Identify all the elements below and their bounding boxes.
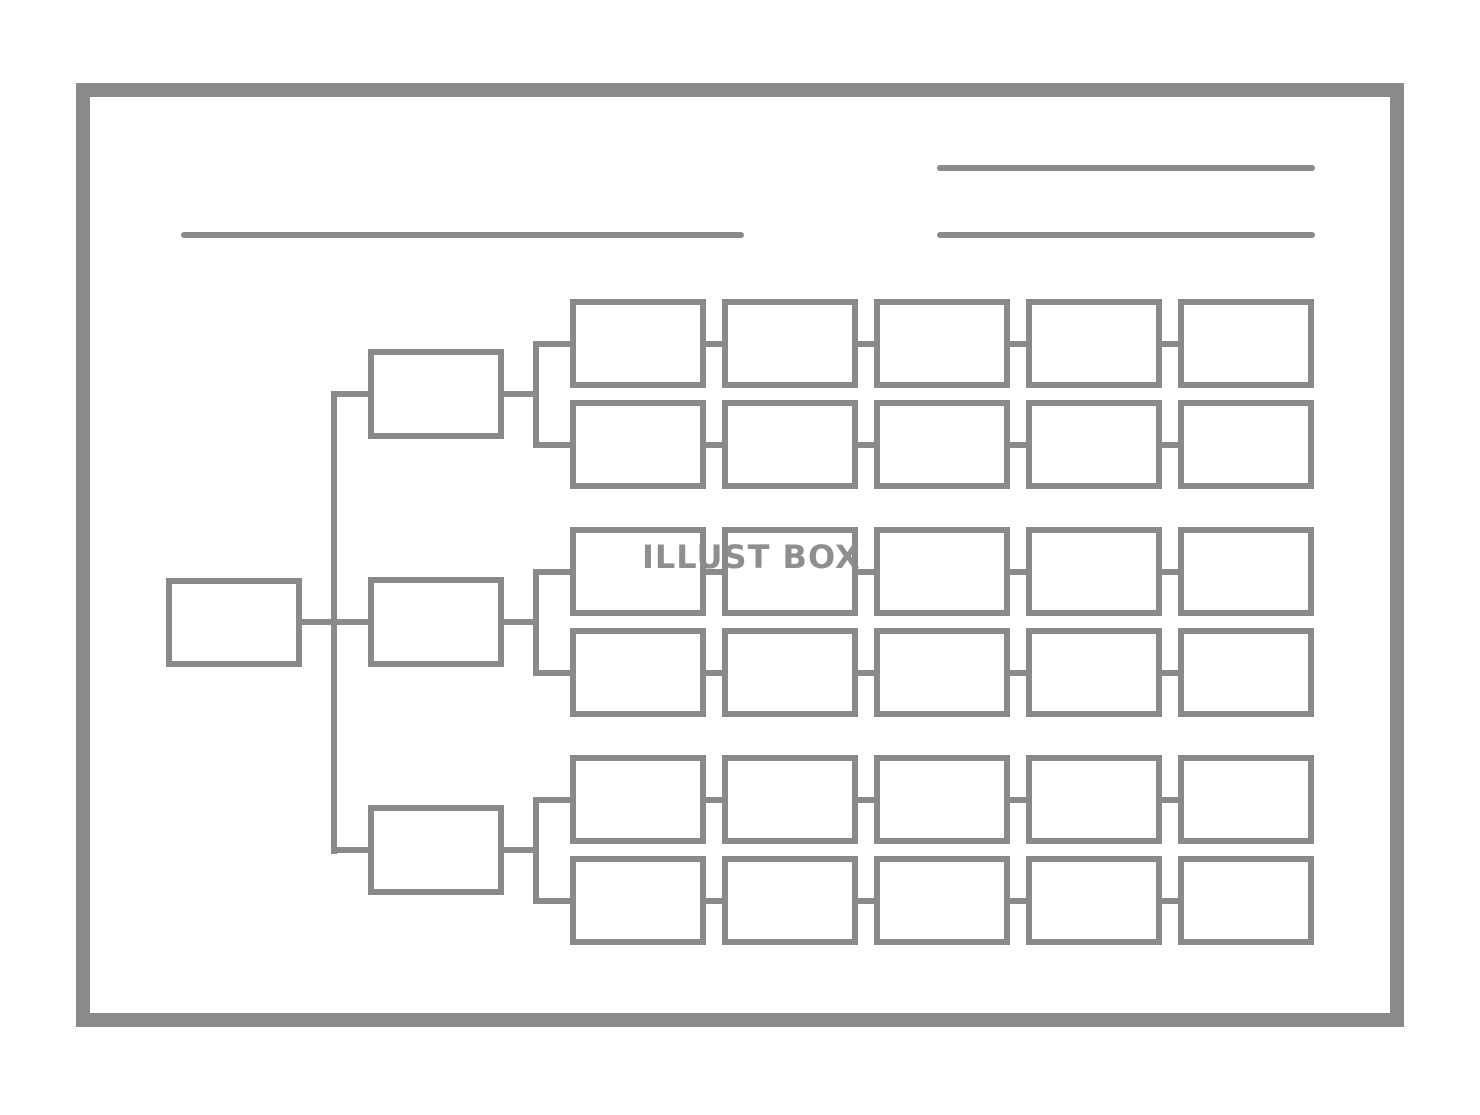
root-box	[166, 578, 302, 667]
cell-box-3-1-4	[1026, 755, 1162, 844]
cell-box-2-2-3	[874, 628, 1010, 717]
cell-box-3-1-1	[570, 755, 706, 844]
cell-box-2-2-2	[722, 628, 858, 717]
cell-box-2-1-5	[1178, 527, 1314, 616]
cell-box-1-1-4	[1026, 299, 1162, 388]
cell-box-2-2-1	[570, 628, 706, 717]
cell-box-1-1-1	[570, 299, 706, 388]
cell-box-3-2-3	[874, 856, 1010, 945]
cell-box-1-1-5	[1178, 299, 1314, 388]
cell-box-3-2-4	[1026, 856, 1162, 945]
cell-box-3-1-2	[722, 755, 858, 844]
cell-box-1-1-3	[874, 299, 1010, 388]
branch-box-3	[368, 805, 504, 895]
branch-box-1	[368, 349, 504, 439]
watermark-text: ILLUST BOX	[642, 538, 861, 576]
outer-frame	[76, 83, 1404, 1027]
cell-box-2-2-5	[1178, 628, 1314, 717]
cell-box-3-2-2	[722, 856, 858, 945]
cell-box-1-2-1	[570, 400, 706, 489]
cell-box-3-2-5	[1178, 856, 1314, 945]
branch-box-2	[368, 577, 504, 667]
cell-box-1-2-4	[1026, 400, 1162, 489]
cell-box-1-2-2	[722, 400, 858, 489]
cell-box-2-1-4	[1026, 527, 1162, 616]
cell-box-2-2-4	[1026, 628, 1162, 717]
cell-box-3-1-3	[874, 755, 1010, 844]
cell-box-1-2-3	[874, 400, 1010, 489]
cell-box-3-1-5	[1178, 755, 1314, 844]
cell-box-2-1-3	[874, 527, 1010, 616]
cell-box-3-2-1	[570, 856, 706, 945]
cell-box-1-1-2	[722, 299, 858, 388]
cell-box-1-2-5	[1178, 400, 1314, 489]
